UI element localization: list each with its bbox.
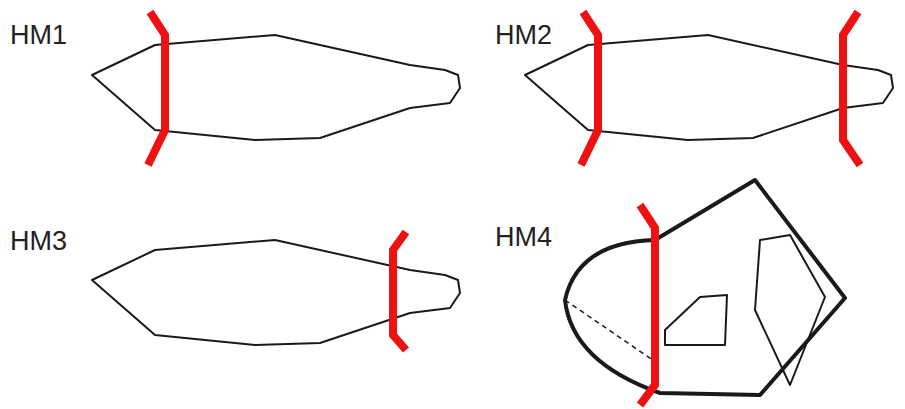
inner-shape bbox=[665, 295, 727, 345]
figure-label: HM3 bbox=[10, 228, 67, 255]
cut-bracket bbox=[581, 12, 598, 165]
dashed-line bbox=[565, 300, 660, 365]
outline-hm4 bbox=[565, 180, 845, 395]
figure-label: HM4 bbox=[495, 224, 552, 251]
outline-hm2 bbox=[525, 35, 893, 140]
inner-diamond bbox=[755, 235, 825, 385]
figure-label: HM1 bbox=[10, 22, 67, 49]
cut-bracket bbox=[640, 205, 655, 405]
outline-hm1 bbox=[92, 35, 460, 140]
figure-label: HM2 bbox=[495, 22, 552, 49]
cut-bracket bbox=[843, 12, 860, 165]
outline-hm3 bbox=[92, 240, 460, 345]
cut-bracket bbox=[148, 12, 165, 165]
cut-bracket bbox=[393, 232, 406, 350]
